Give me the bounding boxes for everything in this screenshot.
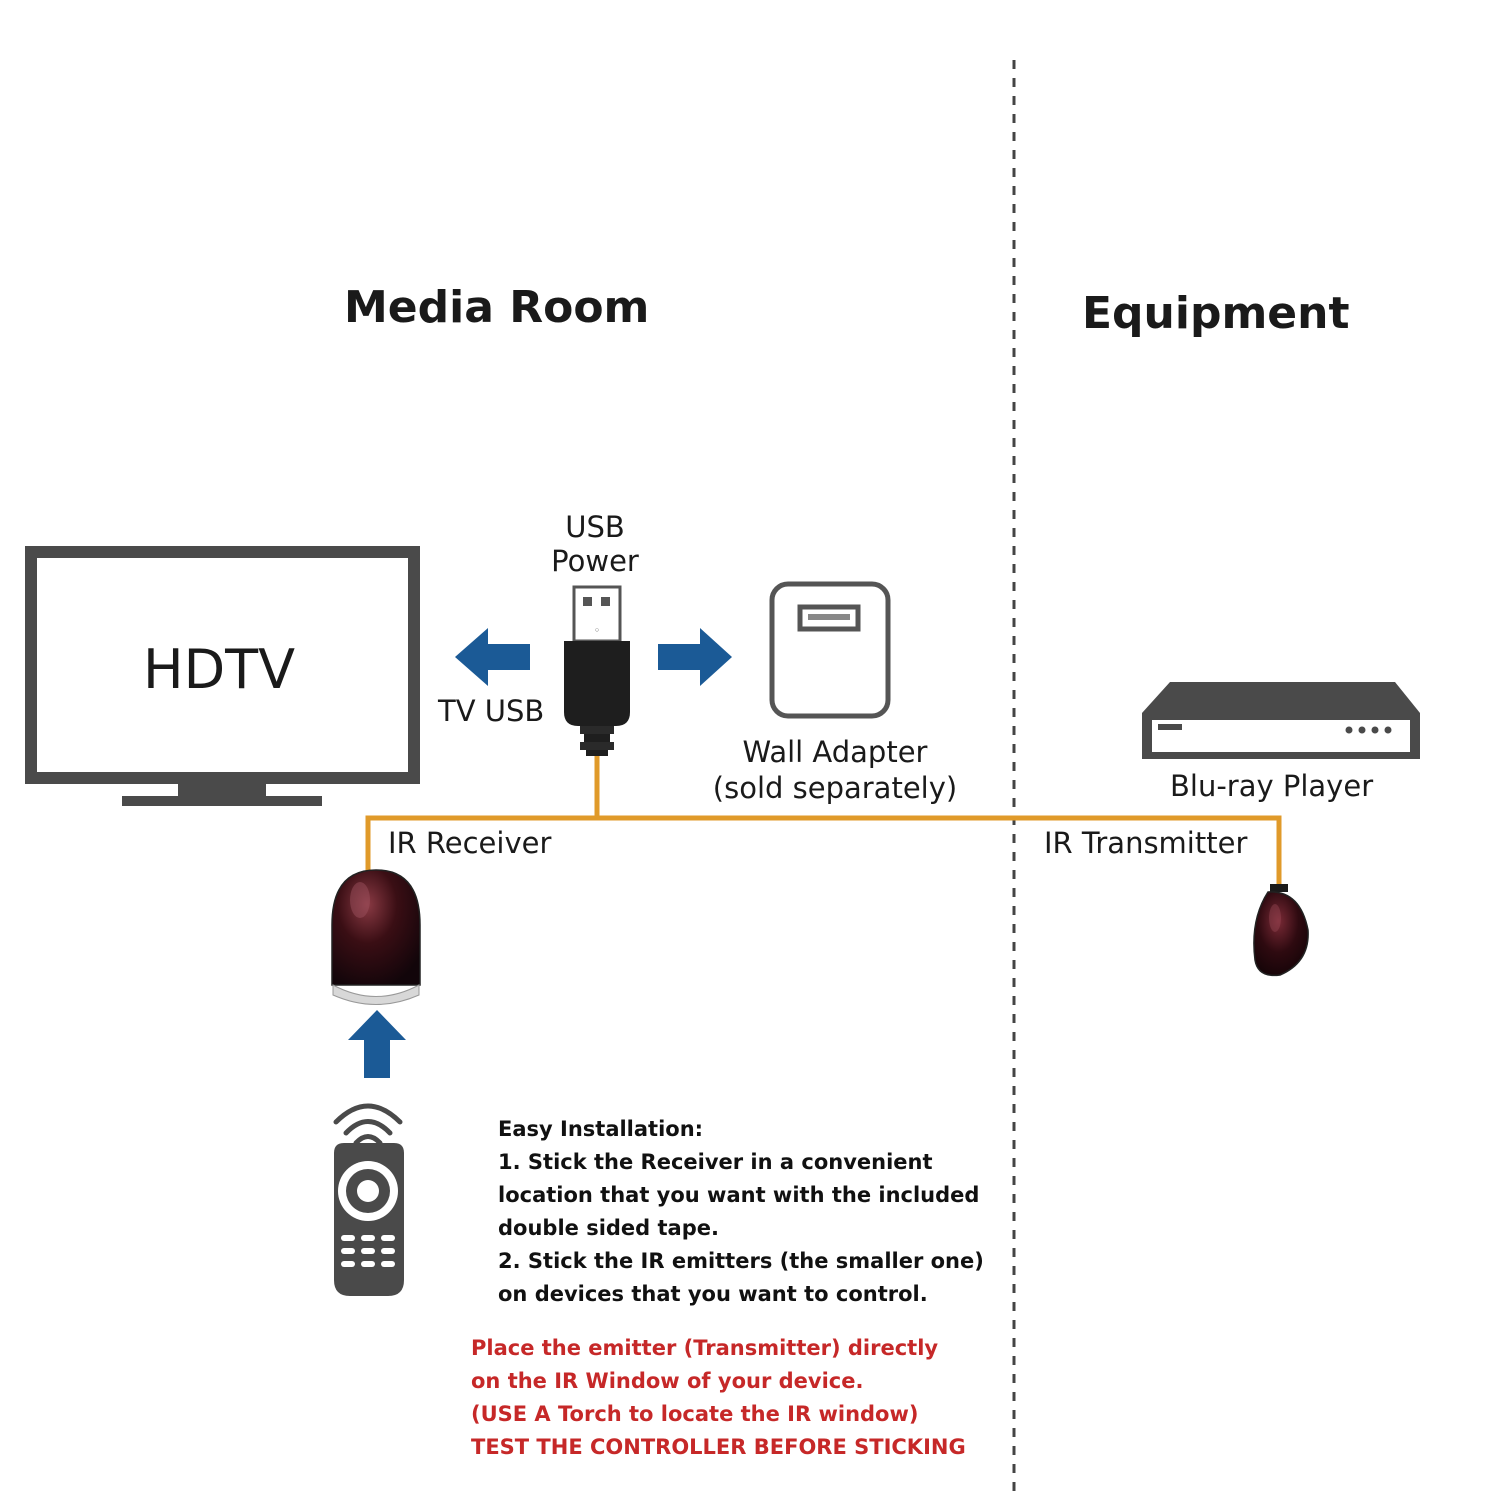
instruction-line: on devices that you want to control. (498, 1282, 928, 1306)
hdtv-icon (25, 546, 420, 806)
arrow-right-icon (658, 628, 732, 686)
wall-adapter-label: Wall Adapter (sold separately) (712, 735, 958, 805)
warning-line: Place the emitter (Transmitter) directly (471, 1336, 939, 1360)
ir-transmitter-label: IR Transmitter (1044, 826, 1248, 860)
blu-ray-player-label: Blu-ray Player (1170, 769, 1374, 803)
remote-control-icon (334, 1143, 404, 1296)
placement-warning: Place the emitter (Transmitter) directly… (471, 1332, 966, 1464)
warning-line: TEST THE CONTROLLER BEFORE STICKING (471, 1435, 966, 1459)
ir-cable (365, 756, 1282, 888)
warning-line: (USE A Torch to locate the IR window) (471, 1402, 919, 1426)
instructions-heading: Easy Installation: (498, 1117, 704, 1141)
hdtv-label: HDTV (143, 638, 296, 701)
wall-adapter-icon (769, 581, 891, 719)
blu-ray-player-icon (1142, 682, 1420, 759)
signal-waves-icon (333, 1103, 403, 1146)
media-room-title: Media Room (344, 282, 650, 333)
ir-transmitter-icon (1253, 884, 1309, 977)
instruction-line: 2. Stick the IR emitters (the smaller on… (498, 1249, 984, 1273)
instruction-line: double sided tape. (498, 1216, 719, 1240)
installation-instructions: Easy Installation: 1. Stick the Receiver… (498, 1113, 984, 1311)
svg-text:◦: ◦ (594, 624, 601, 637)
tv-usb-label: TV USB (438, 694, 545, 728)
ir-receiver-label: IR Receiver (388, 826, 552, 860)
usb-plug-icon: ◦ (564, 585, 630, 756)
ir-receiver-icon (331, 869, 421, 1005)
instruction-line: location that you want with the included (498, 1183, 980, 1207)
arrow-left-icon (455, 628, 530, 686)
instruction-line: 1. Stick the Receiver in a convenient (498, 1150, 933, 1174)
equipment-title: Equipment (1082, 288, 1350, 339)
usb-power-label: USB Power (551, 510, 639, 578)
arrow-up-icon (348, 1010, 406, 1078)
warning-line: on the IR Window of your device. (471, 1369, 864, 1393)
